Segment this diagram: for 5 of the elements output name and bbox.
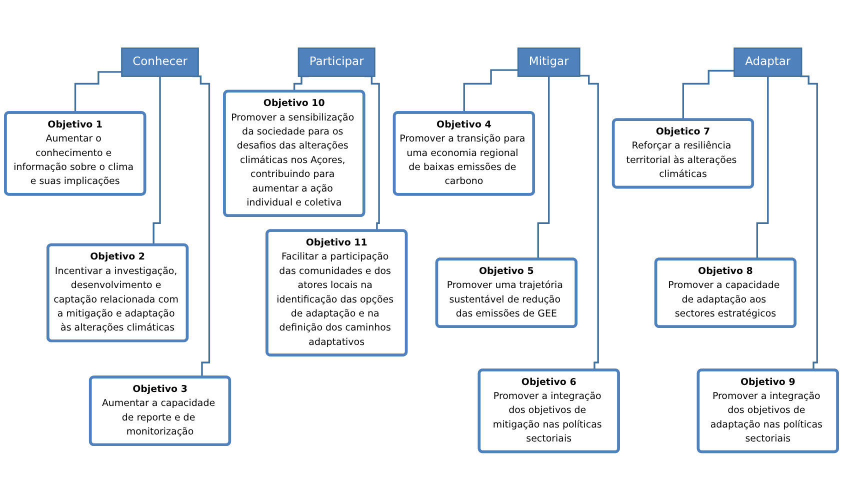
node-box: Conhecer [121,48,199,77]
node-box: Adaptar [734,48,802,77]
connector [682,70,734,121]
node-box: Mitigar [517,48,580,77]
node-box: Participar [298,48,376,77]
